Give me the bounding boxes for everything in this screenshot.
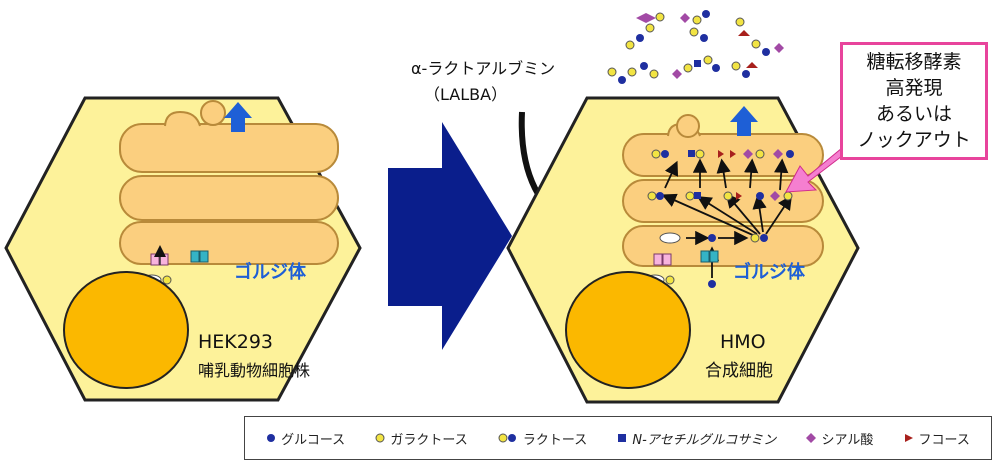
left-vesicle (200, 100, 226, 126)
right-cell: ゴルジ体 HMO 合成細胞 (506, 96, 860, 404)
sialic-acid-icon (806, 433, 817, 443)
legend-item-fucose: フコース (904, 429, 970, 448)
right-golgi-glycans (647, 149, 794, 244)
legend-label: ガラクトース (390, 432, 468, 448)
right-transporter-pink (653, 253, 672, 266)
right-glucose-import (708, 280, 716, 288)
right-synthesis-arrows (661, 158, 792, 278)
callout-arrow (785, 146, 843, 193)
left-golgi-label: ゴルジ体 (234, 261, 307, 283)
legend-item-sialic: シアル酸 (806, 429, 873, 448)
right-cell-name: HMO (720, 331, 766, 353)
left-secretion-arrow (224, 102, 252, 132)
right-secretion-arrow (730, 106, 758, 136)
right-nucleus (565, 271, 691, 389)
legend-item-lactose: ラクトース (498, 429, 587, 448)
glucose-icon (267, 434, 276, 442)
transition-arrow (388, 122, 512, 350)
legend-item-glcnac: N-アセチルグルコサミン (617, 429, 776, 448)
left-transporter-teal (190, 250, 209, 263)
legend-label: ラクトース (522, 432, 588, 448)
glcnac-icon (618, 434, 627, 442)
legend-item-galactose: ガラクトース (375, 429, 468, 448)
callout-line: あるいは (875, 103, 952, 125)
left-cell: ゴルジ体 HEK293 哺乳動物細胞株 (4, 96, 362, 402)
callout-box: 糖転移酵素 高発現 あるいは ノックアウト (840, 42, 988, 160)
left-nucleus (63, 271, 189, 389)
legend-label: N-アセチルグルコサミン (632, 432, 777, 448)
right-golgi-label: ゴルジ体 (733, 261, 806, 283)
galactose-icon (375, 433, 385, 443)
left-cell-desc: 哺乳動物細胞株 (198, 361, 310, 380)
right-vesicle (676, 114, 700, 138)
legend-label: グルコース (281, 432, 346, 448)
legend: グルコース ガラクトース ラクトース N-アセチルグルコサミン シアル酸 フコー… (244, 416, 992, 460)
left-cell-name: HEK293 (198, 331, 273, 353)
callout-line: ノックアウト (857, 129, 971, 151)
right-cell-desc: 合成細胞 (705, 361, 773, 381)
legend-label: シアル酸 (821, 432, 874, 448)
lactose-icon (498, 433, 516, 443)
callout-line: 高発現 (885, 77, 943, 99)
right-transporter-teal (700, 250, 719, 263)
lalba-line2: （LALBA） (424, 85, 507, 104)
legend-item-glucose: グルコース (266, 429, 345, 448)
legend-label: フコース (918, 432, 970, 448)
callout-line: 糖転移酵素 (866, 51, 962, 73)
lalba-line1: α-ラクトアルブミン (411, 59, 555, 78)
left-golgi (119, 100, 339, 265)
secreted-hmos (607, 10, 784, 84)
fucose-icon (904, 434, 913, 442)
